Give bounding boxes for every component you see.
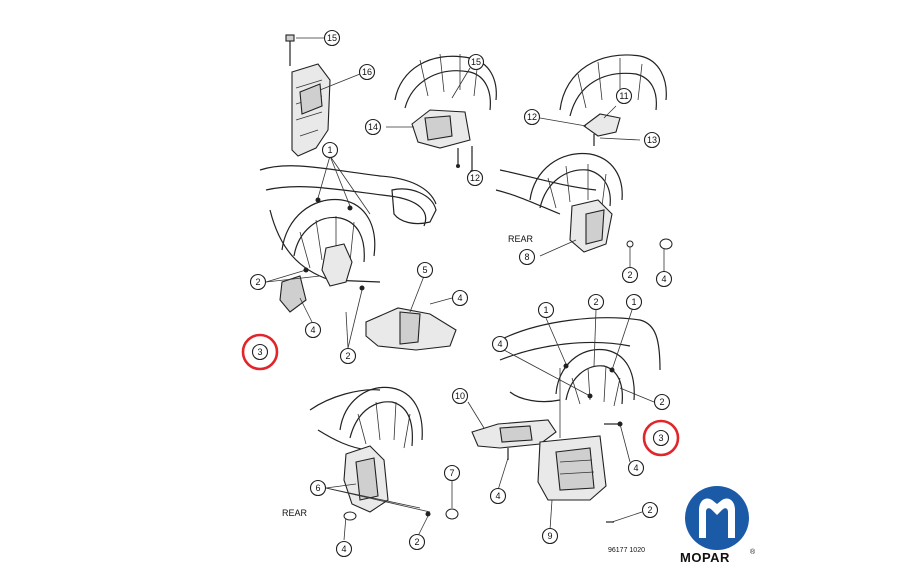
rear-wheelhouse-assembly [495, 152, 673, 272]
callout-1b: 1 [537, 301, 555, 319]
svg-text:4: 4 [633, 463, 638, 473]
svg-text:4: 4 [495, 491, 500, 501]
highlight-ring-left [241, 333, 279, 371]
callout-2e: 2 [653, 393, 671, 411]
callout-2d: 2 [587, 293, 605, 311]
svg-text:3: 3 [658, 433, 663, 443]
svg-text:9: 9 [547, 531, 552, 541]
svg-text:1: 1 [327, 145, 332, 155]
svg-text:10: 10 [455, 391, 465, 401]
callout-14: 14 [364, 118, 382, 136]
callout-4f: 4 [489, 487, 507, 505]
svg-text:4: 4 [497, 339, 502, 349]
callout-4c: 4 [655, 270, 673, 288]
callout-3a: 3 [251, 343, 269, 361]
svg-text:3: 3 [257, 347, 262, 357]
callout-16: 16 [358, 63, 376, 81]
svg-text:14: 14 [368, 122, 378, 132]
callout-4d: 4 [491, 335, 509, 353]
rear-splash-shield-assembly [309, 386, 459, 541]
svg-text:12: 12 [527, 112, 537, 122]
svg-text:5: 5 [422, 265, 427, 275]
svg-text:13: 13 [647, 135, 657, 145]
svg-text:4: 4 [341, 544, 346, 554]
svg-text:4: 4 [457, 293, 462, 303]
callout-2f: 2 [641, 501, 659, 519]
svg-text:15: 15 [471, 57, 481, 67]
callout-4a: 4 [304, 321, 322, 339]
svg-text:8: 8 [524, 252, 529, 262]
svg-text:7: 7 [449, 468, 454, 478]
callout-15a: 15 [323, 29, 341, 47]
svg-text:4: 4 [661, 274, 666, 284]
callout-2c: 2 [621, 266, 639, 284]
callout-11: 11 [615, 87, 633, 105]
svg-text:4: 4 [310, 325, 315, 335]
callout-8: 8 [518, 248, 536, 266]
figure-code: 96177 1020 [608, 547, 645, 554]
svg-text:2: 2 [345, 351, 350, 361]
front-fender-assembly [259, 155, 457, 351]
svg-text:11: 11 [619, 91, 628, 101]
front-lower-shield-assembly [467, 309, 661, 531]
callout-4b: 4 [451, 289, 469, 307]
callout-2g: 2 [408, 533, 426, 551]
mopar-logo-text: MOPAR [680, 550, 730, 564]
callout-2a: 2 [249, 273, 267, 291]
rear-upper-wheelhouse-assembly [539, 54, 667, 146]
svg-text:1: 1 [543, 305, 548, 315]
svg-text:1: 1 [631, 297, 636, 307]
mopar-logo: MOPAR ® [680, 486, 756, 564]
rear-label-bottom: REAR [282, 508, 308, 518]
mopar-logo-emblem [685, 486, 749, 550]
callout-1a: 1 [321, 141, 339, 159]
callout-3b: 3 [652, 429, 670, 447]
callout-4g: 4 [335, 540, 353, 558]
callout-10: 10 [451, 387, 469, 405]
svg-text:2: 2 [255, 277, 260, 287]
callout-4e: 4 [627, 459, 645, 477]
callout-9: 9 [541, 527, 559, 545]
svg-text:15: 15 [327, 33, 337, 43]
upper-bracket-assembly [285, 34, 361, 157]
mopar-trademark: ® [750, 548, 756, 556]
front-upper-wheelhouse-assembly [386, 53, 497, 174]
callout-2b: 2 [339, 347, 357, 365]
callout-7: 7 [443, 464, 461, 482]
callout-5: 5 [416, 261, 434, 279]
callout-12b: 12 [523, 108, 541, 126]
svg-text:12: 12 [470, 173, 480, 183]
svg-text:2: 2 [647, 505, 652, 515]
callout-13: 13 [643, 131, 661, 149]
rear-label-top: REAR [508, 234, 534, 244]
svg-text:6: 6 [315, 483, 320, 493]
callout-15b: 15 [467, 53, 485, 71]
callout-12a: 12 [466, 169, 484, 187]
svg-text:2: 2 [659, 397, 664, 407]
svg-text:2: 2 [627, 270, 632, 280]
svg-text:16: 16 [362, 67, 372, 77]
callout-6: 6 [309, 479, 327, 497]
highlight-ring-right [642, 419, 680, 457]
svg-text:2: 2 [414, 537, 419, 547]
callout-1c: 1 [625, 293, 643, 311]
svg-text:2: 2 [593, 297, 598, 307]
